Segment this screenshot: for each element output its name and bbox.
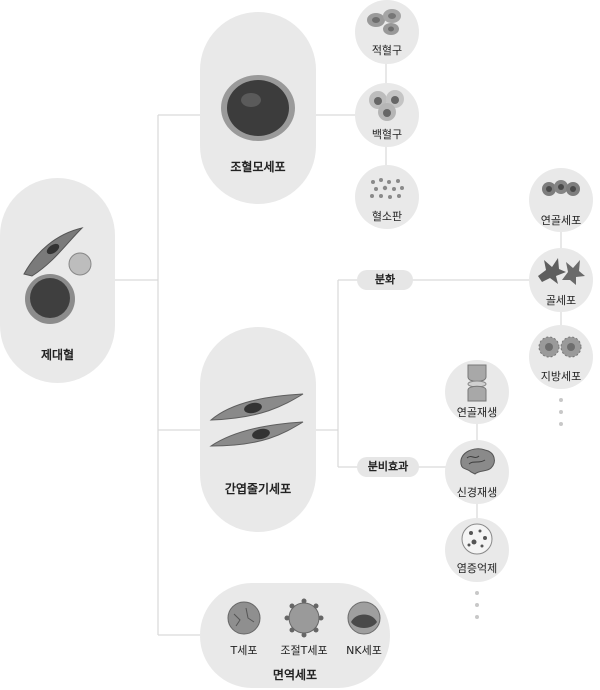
red-blood-cell-icon: [367, 9, 401, 35]
umbilical-cord-blood-label: 제대혈: [40, 348, 75, 362]
chondrocyte-label: 연골세포: [540, 214, 582, 227]
more-dot: [475, 615, 479, 619]
osteocyte-label: 골세포: [545, 294, 577, 307]
platelet-node: [355, 165, 419, 229]
platelet-label: 혈소판: [371, 210, 403, 223]
white-blood-cell-icon: [369, 90, 404, 121]
osteocyte-node: [529, 248, 593, 312]
chondrocyte-node: [529, 168, 593, 232]
mesenchymal-stem-cell-icon: [209, 393, 304, 447]
anti-inflammation-label: 염증억제: [456, 562, 498, 575]
osteocyte-icon: [538, 258, 585, 285]
white-blood-cell-label: 백혈구: [371, 128, 403, 141]
nerve-regeneration-label: 신경재생: [456, 486, 498, 499]
differentiation-tag: 분화: [357, 270, 413, 290]
platelet-icon: [370, 178, 404, 199]
chondrocyte-icon: [542, 180, 580, 196]
knee-joint-icon: [467, 364, 487, 402]
cartilage-regeneration-label: 연골재생: [456, 406, 498, 419]
mesenchymal-stem-cell-label: 간엽줄기세포: [224, 482, 292, 496]
more-dot: [475, 591, 479, 595]
nk-cell-label: NK세포: [346, 644, 382, 657]
t-cell-label: T세포: [230, 644, 258, 657]
secretion-effect-tag: 분비효과: [357, 457, 419, 477]
more-dot: [475, 603, 479, 607]
immune-cell-label: 면역세포: [272, 668, 318, 682]
hematopoietic-stem-cell-icon: [221, 75, 295, 141]
more-dot: [559, 422, 563, 426]
nk-cell-icon: [347, 601, 381, 635]
regulatory-t-cell-icon: [284, 598, 324, 638]
t-cell-icon: [227, 601, 261, 635]
adipocyte-icon: [538, 336, 582, 358]
more-dot: [559, 398, 563, 402]
adipocyte-node: [529, 325, 593, 389]
immune-cell-node: [200, 583, 390, 688]
umbilical-cord-blood-cells-icon: [23, 227, 92, 324]
anti-inflammation-icon: [461, 523, 493, 555]
more-dot: [559, 410, 563, 414]
hematopoietic-stem-cell-label: 조혈모세포: [230, 160, 286, 174]
brain-icon: [460, 448, 495, 475]
red-blood-cell-label: 적혈구: [371, 44, 403, 57]
adipocyte-label: 지방세포: [540, 370, 582, 383]
regulatory-t-cell-label: 조절T세포: [280, 644, 328, 657]
